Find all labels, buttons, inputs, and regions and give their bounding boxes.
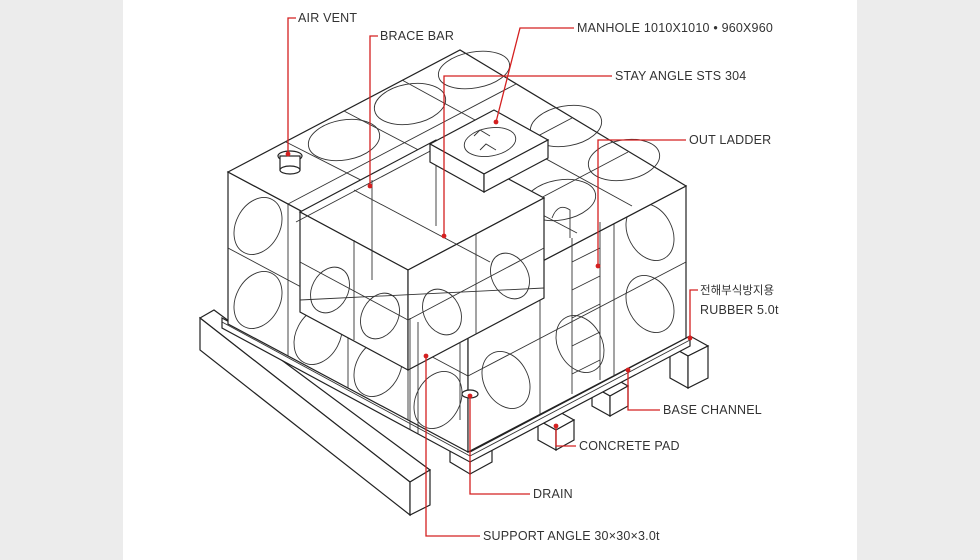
support-angle-marker — [423, 353, 429, 359]
label-brace-bar: BRACE BAR — [380, 29, 454, 43]
rubber-marker — [687, 335, 693, 341]
concrete-pad-marker — [553, 423, 559, 429]
out-ladder — [551, 206, 601, 394]
support-angle — [409, 318, 461, 434]
labels: AIR VENT BRACE BAR MANHOLE 1010X1010 • 9… — [298, 11, 779, 543]
air-vent — [277, 150, 303, 175]
manhole-marker — [493, 119, 499, 125]
stay-angle-marker — [441, 233, 447, 239]
label-support-angle: SUPPORT ANGLE 30×30×3.0t — [483, 529, 660, 543]
brace-bar-marker — [367, 183, 373, 189]
leader-lines — [285, 17, 698, 537]
air-vent-marker — [285, 151, 291, 157]
concrete-pads — [198, 309, 710, 517]
label-rubber: RUBBER 5.0t — [700, 303, 779, 317]
label-stay-angle: STAY ANGLE STS 304 — [615, 69, 746, 83]
label-drain: DRAIN — [533, 487, 573, 501]
label-out-ladder: OUT LADDER — [689, 133, 771, 147]
left-margin-panel — [0, 0, 123, 560]
right-margin-panel — [857, 0, 980, 560]
drain-marker — [467, 393, 473, 399]
label-anticorrosion: 전해부식방지용 — [700, 283, 774, 297]
label-manhole: MANHOLE 1010X1010 • 960X960 — [577, 21, 773, 35]
label-base-channel: BASE CHANNEL — [663, 403, 762, 417]
label-concrete-pad: CONCRETE PAD — [579, 439, 680, 453]
manhole — [428, 109, 550, 194]
label-air-vent: AIR VENT — [298, 11, 357, 25]
base-channel-marker — [625, 367, 631, 373]
out-ladder-marker — [595, 263, 601, 269]
